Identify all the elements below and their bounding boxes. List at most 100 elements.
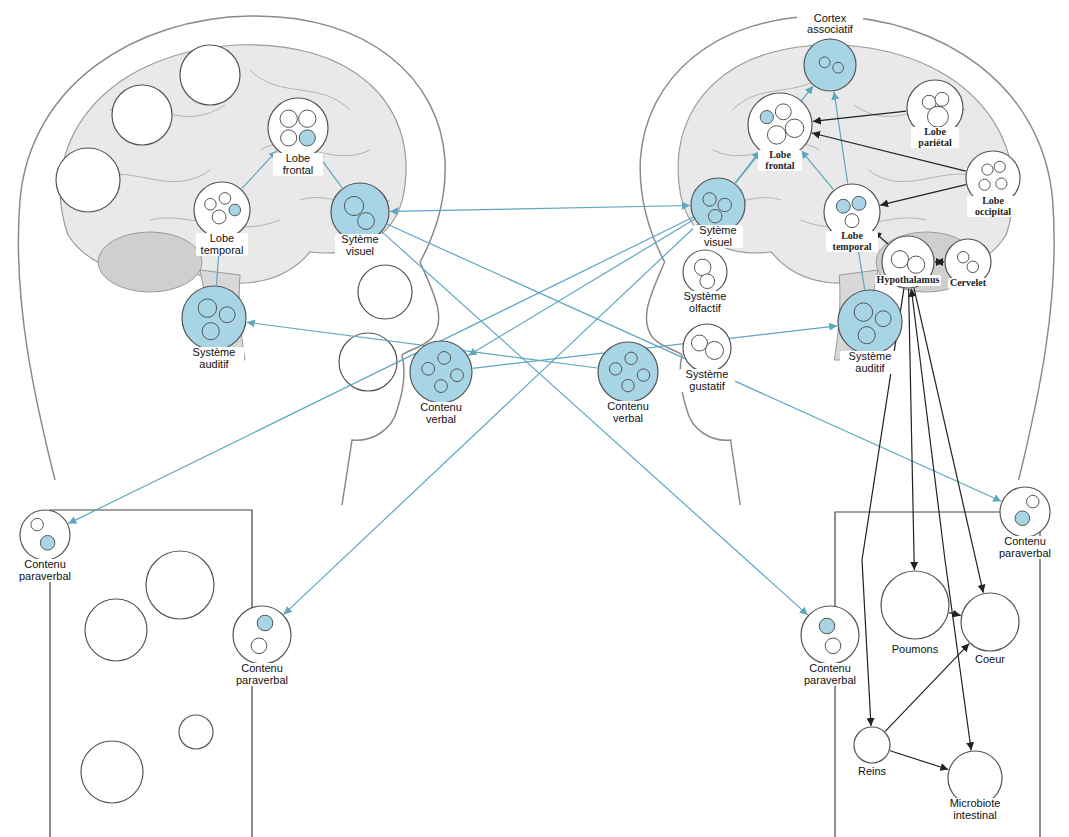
node-label: Hypothalamus xyxy=(875,275,942,286)
organ-circle: Reins xyxy=(853,726,891,764)
inner-circle xyxy=(694,259,711,276)
organ-circle: Lobe occipital xyxy=(965,150,1021,206)
inner-circle xyxy=(358,213,375,230)
node-label: Contenu paraverbal xyxy=(795,663,865,686)
inner-circle xyxy=(219,193,231,205)
node-label: Lobe temporal xyxy=(826,231,878,252)
arrow-connector xyxy=(885,644,969,732)
inner-circle xyxy=(891,251,908,268)
empty-circle xyxy=(146,551,214,619)
node-label: Sytème visuel xyxy=(693,225,743,248)
circle-outline xyxy=(853,726,891,764)
inner-circle xyxy=(907,256,924,273)
organ-circle: Contenu paraverbal xyxy=(800,605,860,665)
body-frame xyxy=(50,510,252,837)
circle-shape xyxy=(801,606,859,664)
node-label: Sytème visuel xyxy=(335,234,385,257)
circle-shape xyxy=(410,341,472,403)
circle-outline xyxy=(193,181,251,239)
inner-circle xyxy=(767,126,785,144)
arrow-connector xyxy=(890,751,948,770)
arrow-connector xyxy=(914,288,983,592)
organ-circle: Cervelet xyxy=(944,238,992,286)
inner-circle xyxy=(257,615,273,631)
inner-circle xyxy=(692,335,708,351)
inner-circle xyxy=(637,369,649,381)
organ-circle: Système gustatif xyxy=(682,323,732,373)
circle-shape xyxy=(233,606,291,664)
inner-circle xyxy=(819,618,835,634)
empty-circle xyxy=(339,333,397,391)
circle-outline xyxy=(880,570,950,640)
inner-circle xyxy=(422,362,435,375)
inner-circle xyxy=(212,210,226,224)
empty-circle xyxy=(85,599,147,661)
inner-circle xyxy=(205,198,217,210)
circle-shape xyxy=(1000,487,1050,537)
circle-outline xyxy=(682,323,732,373)
circle-shape xyxy=(194,182,250,238)
circle-outline xyxy=(960,592,1020,652)
inner-circle xyxy=(708,209,721,222)
inner-circle xyxy=(435,380,448,393)
inner-circle xyxy=(982,164,993,175)
circle-shape xyxy=(683,250,727,294)
arrow-connector xyxy=(949,613,961,616)
inner-circle xyxy=(935,92,949,106)
node-label: Cervelet xyxy=(948,278,988,289)
inner-circle xyxy=(852,196,866,210)
inner-circle xyxy=(1015,511,1030,526)
circle-shape xyxy=(683,324,731,372)
inner-circle xyxy=(833,62,844,73)
inner-circle xyxy=(845,214,859,228)
node-label: Poumons xyxy=(890,644,940,656)
circle-shape xyxy=(804,39,856,91)
node-label: Système olfactif xyxy=(677,291,733,314)
inner-circle xyxy=(819,57,830,68)
inner-circle xyxy=(775,104,791,120)
inner-circle xyxy=(706,342,724,360)
inner-circle xyxy=(299,110,316,127)
inner-circle xyxy=(957,251,969,263)
node-label: Contenu verbal xyxy=(600,401,656,424)
organ-circle: Microbiote intestinal xyxy=(947,750,1003,806)
arrow-connector xyxy=(68,217,693,523)
circle-outline xyxy=(330,182,390,242)
arrow-connector xyxy=(387,224,1001,501)
circle-outline xyxy=(999,486,1051,538)
arrow-connector xyxy=(909,289,915,570)
organ-circle: Contenu paraverbal xyxy=(232,605,292,665)
organ-circle: Contenu paraverbal xyxy=(19,509,71,561)
inner-circle xyxy=(625,352,637,364)
organ-circle: Contenu verbal xyxy=(597,341,659,403)
inner-circle xyxy=(219,307,235,323)
inner-circle xyxy=(875,311,891,327)
node-label: Reins xyxy=(856,766,888,778)
organ-circle: Système auditif xyxy=(181,285,247,351)
inner-circle xyxy=(280,110,297,127)
organ-circle: Cortex associatif xyxy=(803,38,857,92)
inner-circle xyxy=(281,130,297,146)
empty-circle xyxy=(179,715,213,749)
circle-outline xyxy=(19,509,71,561)
inner-circle xyxy=(994,161,1005,172)
inner-circle xyxy=(703,193,716,206)
body-frame xyxy=(835,512,1040,837)
arrow-connector xyxy=(880,185,966,206)
inner-circle xyxy=(31,518,43,530)
circle-shape xyxy=(881,571,949,639)
node-label: Cortex associatif xyxy=(797,13,863,36)
inner-circle xyxy=(785,119,803,137)
organ-circle: Hypothalamus xyxy=(881,235,935,289)
inner-circle xyxy=(622,379,634,391)
circle-shape xyxy=(838,290,902,354)
inner-circle xyxy=(825,638,841,654)
organ-circle: Sytème visuel xyxy=(690,177,746,233)
inner-circle xyxy=(854,303,872,321)
circle-shape xyxy=(268,98,328,158)
circle-outline xyxy=(181,285,247,351)
organ-circle: Contenu paraverbal xyxy=(999,486,1051,538)
arrow-connector xyxy=(834,92,848,184)
arrow-connector xyxy=(911,289,971,751)
